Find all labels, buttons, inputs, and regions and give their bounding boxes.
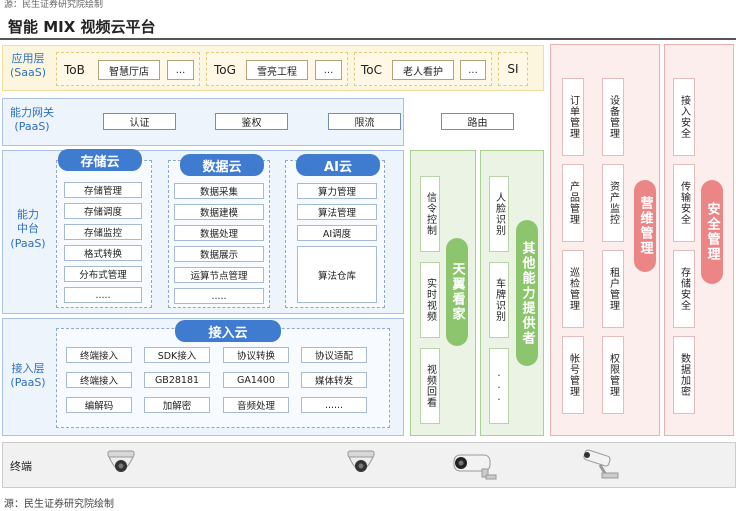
title-divider bbox=[0, 38, 736, 40]
security-cell: 接入安全 bbox=[673, 78, 695, 156]
data-cell: 数据采集 bbox=[174, 183, 264, 199]
access-cell: 协议适配 bbox=[301, 347, 367, 363]
ops-cell: 产品管理 bbox=[562, 164, 584, 242]
ops-cell: 巡检管理 bbox=[562, 250, 584, 328]
app-cell-more: ... bbox=[167, 60, 194, 80]
tog-label: ToG bbox=[214, 63, 236, 77]
page-title: 智能 MIX 视频云平台 bbox=[8, 18, 156, 36]
data-cell: 数据建模 bbox=[174, 204, 264, 220]
tob-label: ToB bbox=[64, 63, 85, 77]
app-layer-label: 应用层 (SaaS) bbox=[9, 52, 47, 80]
ops-cell: 帐号管理 bbox=[562, 336, 584, 414]
ops-cell: 设备管理 bbox=[602, 78, 624, 156]
gateway-authz: 鉴权 bbox=[215, 113, 288, 130]
dome-camera-icon bbox=[107, 450, 135, 472]
other-cell: 人脸识别 bbox=[489, 176, 509, 252]
storage-cell: 存储监控 bbox=[64, 224, 142, 240]
access-cell: 音频处理 bbox=[223, 397, 289, 413]
other-cell: 车牌识别 bbox=[489, 262, 509, 338]
tianyi-title: 天翼看家 bbox=[446, 238, 468, 346]
app-cell-more: ... bbox=[460, 60, 486, 80]
data-cell: 数据处理 bbox=[174, 225, 264, 241]
ops-cell: 权限管理 bbox=[602, 336, 624, 414]
ai-cell: AI调度 bbox=[297, 225, 377, 241]
access-cell: 加解密 bbox=[144, 397, 210, 413]
other-cell: ... bbox=[489, 348, 509, 424]
middle-layer-label: 能力 中台 (PaaS) bbox=[10, 208, 46, 250]
access-cloud-title: 接入云 bbox=[175, 320, 281, 342]
app-cell-sharp-eyes: 雪亮工程 bbox=[246, 60, 308, 80]
access-cell: ...... bbox=[301, 397, 367, 413]
storage-cell: 存储管理 bbox=[64, 182, 142, 198]
data-cell: 运算节点管理 bbox=[174, 267, 264, 283]
app-cell-smart-store: 智慧厅店 bbox=[98, 60, 160, 80]
header-note: 源：民生证券研究院绘制 bbox=[4, 0, 104, 10]
access-cell: 协议转换 bbox=[223, 347, 289, 363]
access-cell: 媒体转发 bbox=[301, 372, 367, 388]
security-cell: 数据加密 bbox=[673, 336, 695, 414]
access-cell: GB28181 bbox=[144, 372, 210, 388]
ai-cell-algorithm-repo: 算法仓库 bbox=[297, 246, 377, 303]
storage-cell: 分布式管理 bbox=[64, 266, 142, 282]
access-cell: 编解码 bbox=[66, 397, 132, 413]
access-cell: 终端接入 bbox=[66, 372, 132, 388]
gateway-rate-limit: 限流 bbox=[328, 113, 401, 130]
dome-camera-icon bbox=[347, 450, 375, 472]
tianyi-cell: 视频回看 bbox=[420, 348, 440, 424]
toc-label: ToC bbox=[361, 63, 383, 77]
ops-cell: 租户管理 bbox=[602, 250, 624, 328]
terminal-label: 终端 bbox=[10, 460, 32, 473]
gateway-auth: 认证 bbox=[103, 113, 176, 130]
security-title: 安全管理 bbox=[701, 180, 723, 284]
app-cell-more: ... bbox=[315, 60, 342, 80]
gateway-routing: 路由 bbox=[441, 113, 514, 130]
gateway-layer-label: 能力网关 (PaaS) bbox=[10, 106, 54, 134]
ai-cell: 算力管理 bbox=[297, 183, 377, 199]
storage-cell: ..... bbox=[64, 287, 142, 303]
bracket-camera-icon bbox=[583, 449, 619, 479]
access-cell: SDK接入 bbox=[144, 347, 210, 363]
access-cell: GA1400 bbox=[223, 372, 289, 388]
access-cell: 终端接入 bbox=[66, 347, 132, 363]
storage-cloud-title: 存储云 bbox=[58, 149, 142, 171]
tianyi-cell: 实时视频 bbox=[420, 262, 440, 338]
tianyi-cell: 信令控制 bbox=[420, 176, 440, 252]
data-cell: 数据展示 bbox=[174, 246, 264, 262]
storage-cell: 格式转换 bbox=[64, 245, 142, 261]
data-cell: ..... bbox=[174, 288, 264, 304]
security-cell: 存储安全 bbox=[673, 250, 695, 328]
ai-cell: 算法管理 bbox=[297, 204, 377, 220]
other-title: 其他能力提供者 bbox=[516, 220, 538, 366]
ops-cell: 订单管理 bbox=[562, 78, 584, 156]
source-note: 源：民生证券研究院绘制 bbox=[4, 499, 114, 510]
bullet-camera-icon bbox=[453, 454, 497, 480]
data-cloud-title: 数据云 bbox=[180, 154, 264, 176]
ops-title: 营维管理 bbox=[634, 180, 656, 272]
security-cell: 传输安全 bbox=[673, 164, 695, 242]
si-group: SI bbox=[498, 52, 528, 86]
ops-cell: 资产监控 bbox=[602, 164, 624, 242]
access-layer-label: 接入层 (PaaS) bbox=[10, 362, 46, 390]
storage-cell: 存储调度 bbox=[64, 203, 142, 219]
app-cell-elderly-care: 老人看护 bbox=[392, 60, 454, 80]
ai-cloud-title: AI云 bbox=[296, 154, 380, 176]
